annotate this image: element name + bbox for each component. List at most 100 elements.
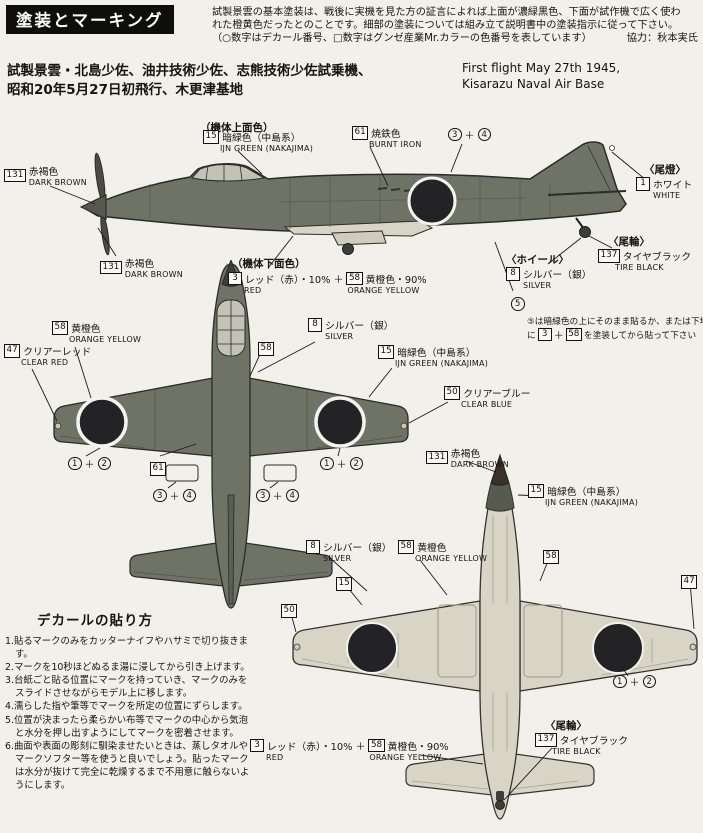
tail-wheel-bay [496, 791, 504, 801]
decal-1-2-topview-right: 1 ＋ 2 [320, 456, 363, 471]
spinner [80, 194, 107, 220]
decal-number-circle: 2 [642, 674, 656, 689]
callout-code-58-bottom: 58 [543, 543, 560, 564]
decal-3-4-topview-left: 3 ＋ 4 [153, 488, 196, 503]
paint-code-box: 58 [52, 321, 69, 335]
bottom-fuselage [479, 480, 521, 820]
callout-underside-color-mix: （機体下面色） 3 レッド（赤）・10% ＋ 58 黄橙色・90% RED OR… [228, 256, 427, 295]
hinomaru-roundel [592, 622, 644, 674]
decal-step-5: 5.位置が決まったら柔らかい布等でマークの中心から気泡と水分を押し出すようにして… [5, 714, 248, 739]
callout-tail-wheel-bottom: 〈尾輪〉 137 タイヤブラック TIRE BLACK [535, 718, 628, 756]
paint-code-box: 61 [352, 126, 369, 140]
decal-number-circle: 4 [182, 488, 196, 503]
paint-code-box: 58 [368, 738, 385, 753]
decal-5-marker: 5 [511, 291, 525, 311]
paint-code-box: 58 [543, 550, 560, 564]
paint-code-box: 15 [336, 577, 353, 591]
callout-dark-brown-bottom: 131 赤褐色 DARK BROWN [426, 446, 509, 469]
paint-code-box: 131 [426, 450, 448, 465]
hinomaru-roundel [314, 396, 366, 448]
subtitle-en-line2: Kisarazu Naval Air Base [462, 76, 605, 91]
tail-light [609, 145, 615, 151]
paint-code-box: 50 [444, 386, 461, 400]
callout-code-15-bottom: 15 [336, 570, 353, 591]
paint-code-box: 131 [4, 168, 26, 183]
paint-code-box: 58 [398, 540, 415, 554]
callout-code-61-topview: 61 [150, 455, 167, 476]
credit: 協力：秋本実氏 [626, 32, 698, 44]
callout-clear-red-topview: 47 クリアーレッド CLEAR RED [4, 344, 91, 367]
decal-1-2-topview-left: 1 ＋ 2 [68, 456, 111, 471]
paint-code-box: 137 [598, 249, 620, 263]
fin-top-strip [227, 494, 235, 605]
decal-step-1: 1.貼るマークのみをカッターナイフやハサミで切り抜きます。 [5, 636, 248, 661]
decal-number-circle: 1 [320, 456, 334, 471]
side-view-diagram [80, 141, 627, 256]
side-fuselage [84, 141, 627, 232]
callout-orange-yellow-topview: 58 黄橙色 ORANGE YELLOW [52, 321, 141, 344]
paint-code-box: 61 [150, 462, 167, 476]
paint-code-box: 8 [506, 267, 520, 281]
decal-number-circle: 1 [613, 674, 627, 689]
page-title: 塗装とマーキング [6, 5, 174, 34]
paint-code-box: 1 [636, 177, 650, 191]
paint-code-box: 58 [565, 327, 582, 342]
paint-code-box: 58 [258, 342, 275, 356]
callout-ijn-green-bottom: 15 暗緑色（中島系） IJN GREEN (NAKAJIMA) [528, 484, 638, 507]
intro-line-1: 試製景雲の基本塗装は、戦後に実機を見た方の証言によれば上面が濃緑黒色、下面が試作… [212, 7, 681, 18]
paint-code-box: 3 [228, 271, 242, 286]
callout-code-58-topview: 58 [258, 335, 275, 356]
decal-number-circle: 3 [153, 488, 167, 503]
right-tailplane-bottom [507, 752, 595, 796]
decal5-note: ⑤は暗緑色の上にそのまま貼るか、または下地 に 3 ＋ 58 を塗装してから貼っ… [527, 317, 703, 342]
callout-ijn-green-topview: 15 暗緑色（中島系） IJN GREEN (NAKAJIMA) [378, 345, 488, 368]
decal-3-4-side: 3 ＋ 4 [448, 127, 491, 142]
decal-step-6: 6.曲面や表面の彫刻に馴染ませたいときは、蒸しタオルやマークソフター等を使うと良… [5, 740, 250, 792]
decal-step-4: 4.濡らした指や筆等でマークを所定の位置にずらします。 [5, 701, 248, 713]
paint-code-box: 15 [378, 345, 395, 359]
tail-wheel [579, 226, 591, 238]
callout-wheel-silver: 〈ホイール〉 8 シルバー（銀） SILVER [506, 254, 592, 290]
decal-3-4-topview-right: 3 ＋ 4 [256, 488, 299, 503]
callout-dark-brown-side: 131 赤褐色 DARK BROWN [4, 164, 87, 187]
decal-number-circle: 2 [97, 456, 111, 471]
decal-step-3: 3.台紙ごと貼る位置にマークを持っていき、マークのみをスライドさせながらモデル上… [5, 675, 248, 700]
decal-instructions-title: デカールの貼り方 [37, 613, 153, 629]
aircraft-description: 試製景雲・北島少佐、油井技術少佐、志熊技術少佐試乗機、 昭和20年5月27日初飛… [7, 62, 372, 99]
subtitle-jp-line2: 昭和20年5月27日初飛行、木更津基地 [7, 81, 243, 98]
callout-silver-topview: 8 シルバー（銀） SILVER [308, 318, 394, 341]
callout-clear-blue-topview: 50 クリアーブルー CLEAR BLUE [444, 386, 531, 409]
first-flight-note: First flight May 27th 1945, Kisarazu Nav… [462, 61, 620, 92]
paint-code-box: 3 [250, 738, 264, 753]
tail-wheel [495, 800, 505, 810]
decal-number-circle: 4 [477, 127, 491, 142]
callout-code-50-bottom: 50 [281, 597, 298, 618]
paint-code-box: 15 [203, 130, 220, 144]
subtitle-en-line1: First flight May 27th 1945, [462, 61, 621, 75]
decal-number-circle: 4 [285, 488, 299, 503]
intro-line-2: れた橙黄色だったとのことです。細部の塗装については組み立て説明書中の塗装指示に従… [212, 19, 679, 31]
callout-ijn-green-side: 15 暗緑色（中島系） IJN GREEN (NAKAJIMA) [203, 130, 313, 153]
callout-burnt-iron: 61 焼鉄色 BURNT IRON [352, 126, 422, 149]
callout-underside-mix-bottom: 3 レッド（赤）・10% ＋ 58 黄橙色・90% RED ORANGE YEL… [250, 738, 449, 762]
wingtip-light-clear-blue [400, 422, 408, 430]
subtitle-jp-line1: 試製景雲・北島少佐、油井技術少佐、志熊技術少佐試乗機、 [7, 63, 372, 79]
decal-number-circle: 2 [349, 456, 363, 471]
flap-panel [331, 230, 387, 246]
intro-note: （○数字はデカール番号、□数字はグンゼ産業Mr.カラーの色番号を表しています） [212, 32, 592, 44]
paint-code-box: 50 [281, 604, 298, 618]
wingtip-light-clear-red [54, 422, 62, 430]
nose-green-band [485, 482, 515, 512]
paint-code-box: 47 [681, 575, 698, 589]
callout-dark-brown-side2: 131 赤褐色 DARK BROWN [100, 256, 183, 279]
paint-code-box: 137 [535, 733, 557, 747]
decal-position-outline-left [165, 464, 199, 482]
paint-code-box: 8 [308, 318, 322, 332]
callout-code-47-bottom: 47 [681, 568, 698, 589]
callout-orange-yellow-bottom: 58 黄橙色 ORANGE YELLOW [398, 540, 487, 563]
decal-application-instructions: デカールの貼り方 1.貼るマークのみをカッターナイフやハサミで切り抜きます。 2… [5, 609, 251, 792]
paint-code-box: 3 [537, 327, 552, 342]
decal-number-circle: 5 [511, 297, 525, 311]
decal-number-circle: 1 [68, 456, 82, 471]
hinomaru-roundel [407, 176, 457, 226]
